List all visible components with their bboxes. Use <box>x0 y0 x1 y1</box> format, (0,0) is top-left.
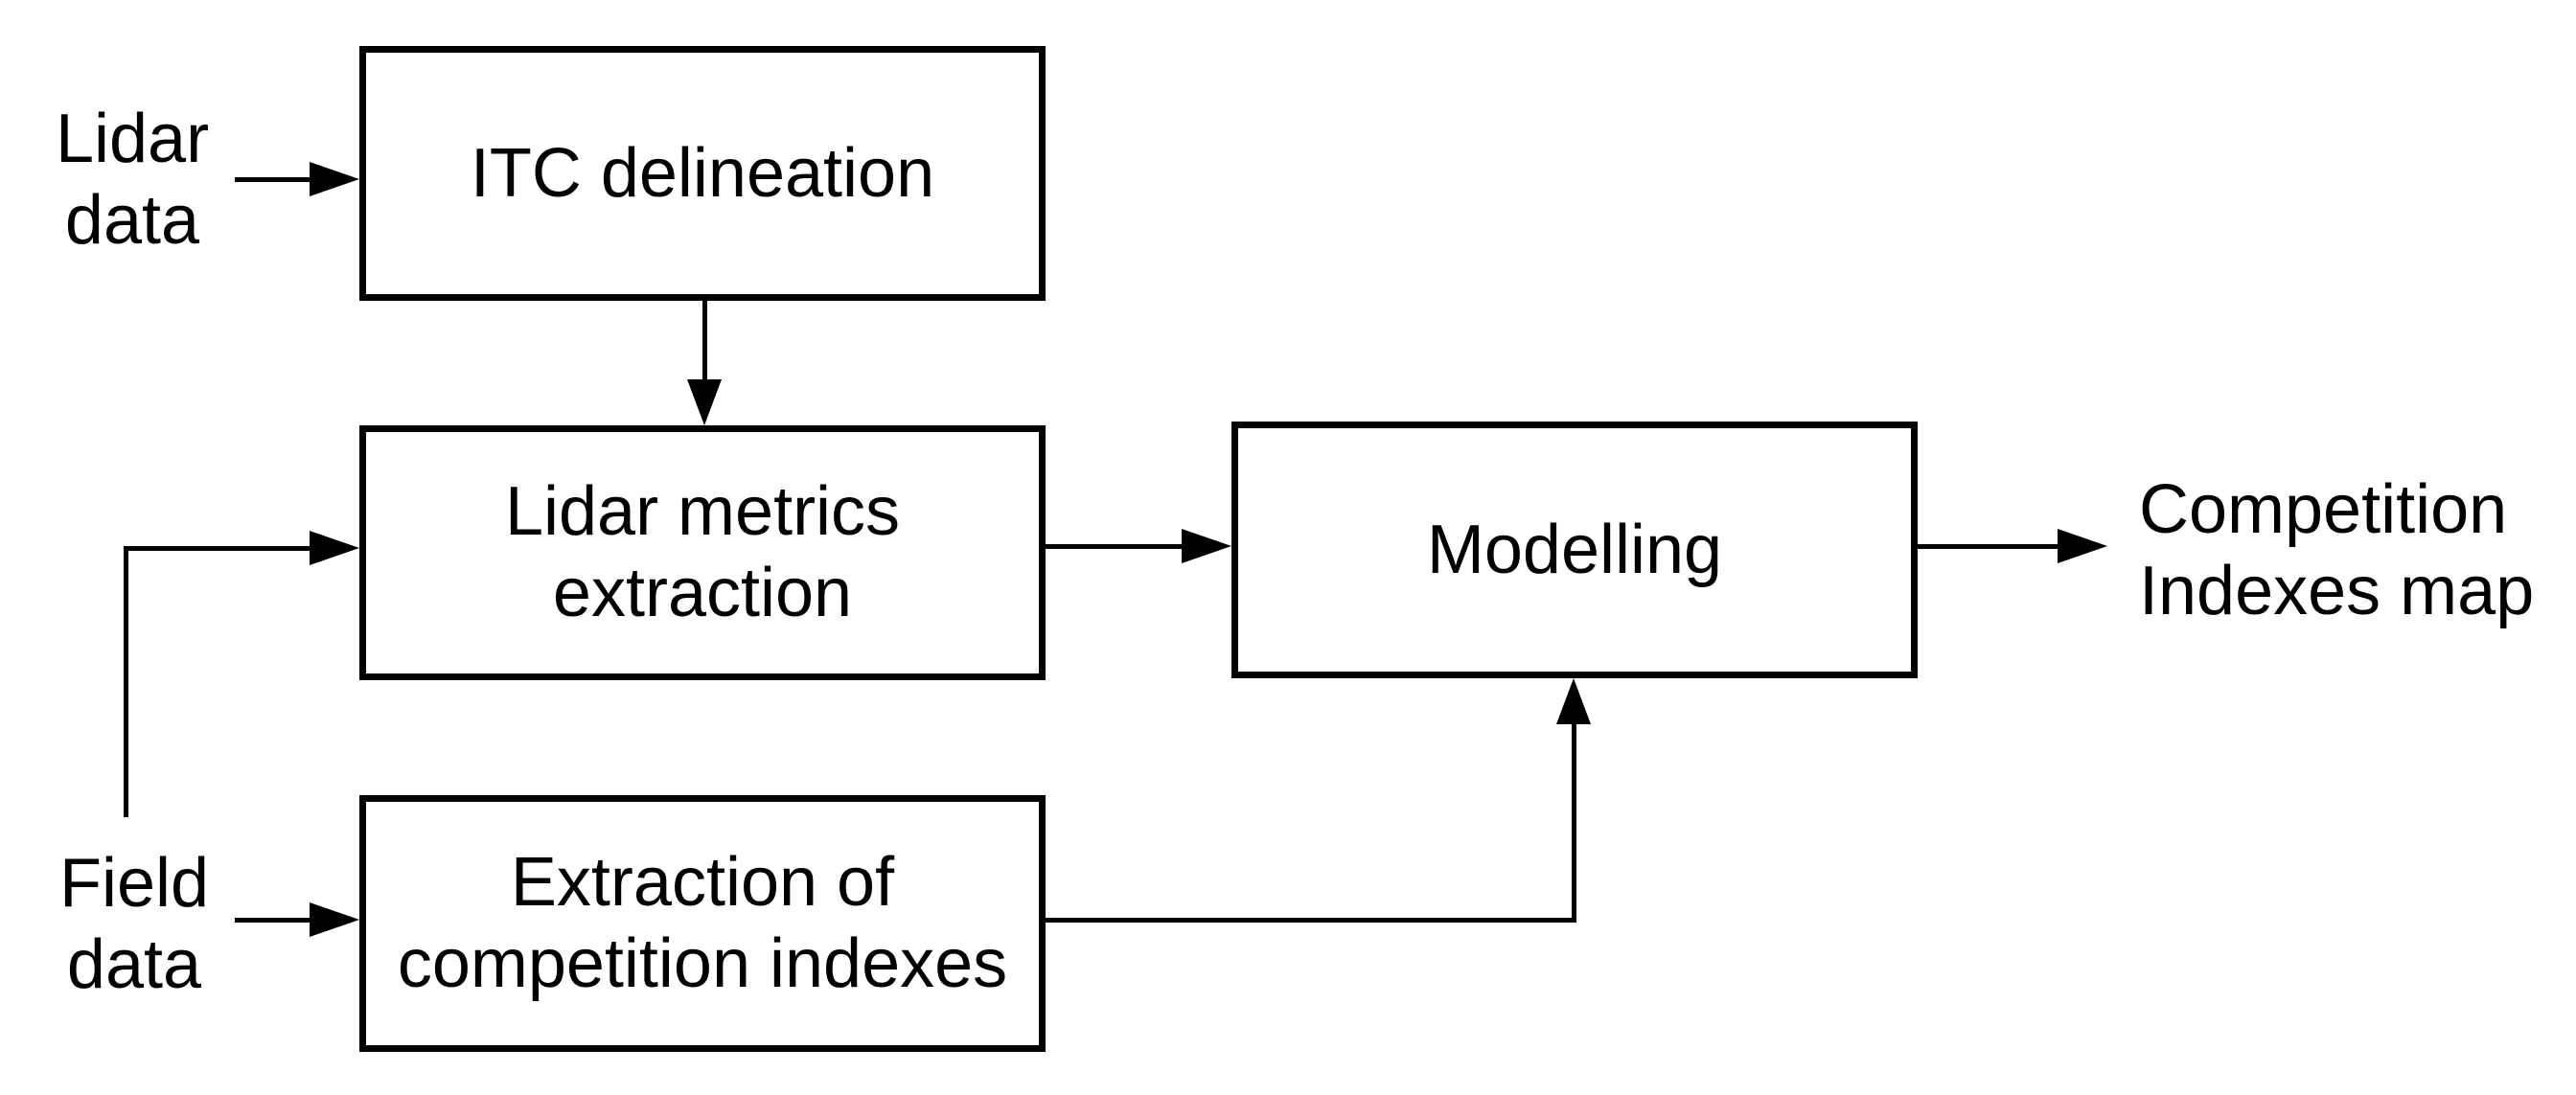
arrow-modelling-to-map-line <box>1918 544 2058 549</box>
arrow-metrics-to-modelling-line <box>1046 544 1182 549</box>
label-lidar-data-line2: data <box>64 182 200 259</box>
arrow-metrics-to-modelling-head <box>1182 529 1231 563</box>
label-field-data-line2: data <box>66 926 202 1003</box>
label-lidar-data-line1: Lidar <box>55 101 210 177</box>
node-lidar-metrics-extraction: Lidar metrics extraction <box>359 425 1046 680</box>
arrow-field-data-to-metrics-hline <box>124 546 310 551</box>
arrow-field-data-to-extraction-head <box>310 902 359 937</box>
label-field-data: Field data <box>2 843 266 1006</box>
node-itc-delineation-label: ITC delineation <box>470 134 935 212</box>
label-competition-indexes-map-line2: Indexes map <box>2139 553 2535 629</box>
node-extraction-competition-indexes-label-line1: Extraction of <box>510 844 895 921</box>
node-itc-delineation: ITC delineation <box>359 46 1046 301</box>
label-field-data-line1: Field <box>58 845 210 922</box>
arrow-itc-to-metrics-line <box>702 299 707 381</box>
label-lidar-data: Lidar data <box>0 99 264 262</box>
label-competition-indexes-map: Competition Indexes map <box>2139 469 2576 632</box>
arrow-lidar-data-to-itc-head <box>310 162 359 196</box>
node-extraction-competition-indexes-label-line2: competition indexes <box>397 925 1008 1002</box>
arrow-extraction-to-modelling-hline <box>1046 918 1576 923</box>
arrow-extraction-to-modelling-head <box>1556 678 1591 724</box>
node-modelling: Modelling <box>1231 422 1918 678</box>
node-extraction-competition-indexes: Extraction of competition indexes <box>359 795 1046 1052</box>
arrow-extraction-to-modelling-vline <box>1572 724 1576 923</box>
node-modelling-label: Modelling <box>1426 511 1723 588</box>
node-lidar-metrics-extraction-label-line2: extraction <box>552 555 853 631</box>
arrow-field-data-to-metrics-vline <box>124 546 128 817</box>
arrow-field-data-to-extraction-line <box>235 918 311 923</box>
node-lidar-metrics-extraction-label-line1: Lidar metrics <box>504 473 901 550</box>
arrow-lidar-data-to-itc-line <box>235 177 311 182</box>
arrow-field-data-to-metrics-head <box>310 531 359 565</box>
arrow-modelling-to-map-head <box>2058 529 2107 563</box>
arrow-itc-to-metrics-head <box>687 379 722 425</box>
label-competition-indexes-map-line1: Competition <box>2139 471 2508 548</box>
